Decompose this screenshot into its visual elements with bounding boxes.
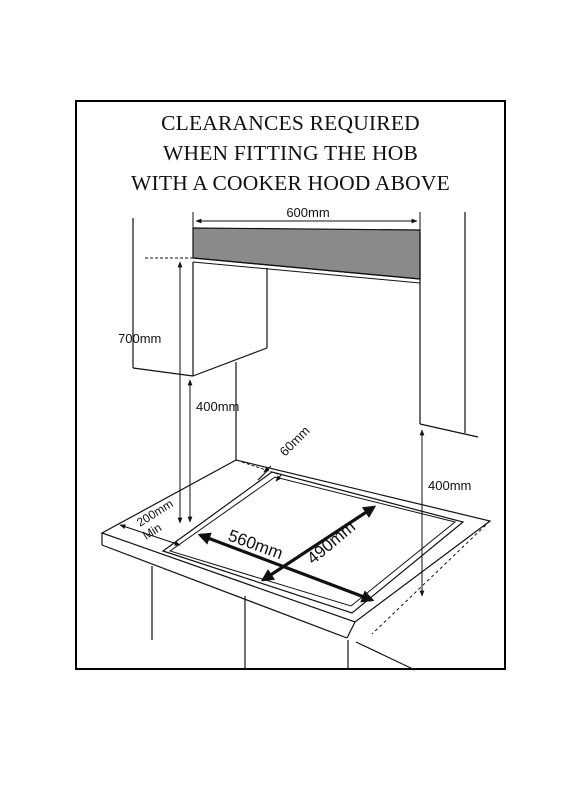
side-height-dimension: 400mm [187,379,239,523]
cooker-hood [192,227,421,284]
hood-width-label: 600mm [286,205,329,220]
hood-width-dimension: 600mm [192,205,421,232]
right-tall-unit [419,212,479,438]
rear-gap-dimension: 60mm [241,423,313,482]
worktop-edge-dashed [371,520,491,635]
page-title: CLEARANCES REQUIRED WHEN FITTING THE HOB… [75,108,506,198]
wall-cabinet [132,218,268,377]
title-line-3: WITH A COOKER HOOD ABOVE [131,171,450,195]
cabinet-height-dimension: 700mm [118,257,193,524]
base-cabinets [151,566,416,671]
right-height-label: 400mm [428,478,471,493]
title-line-2: WHEN FITTING THE HOB [163,141,418,165]
side-height-label: 400mm [196,399,239,414]
rear-gap-label: 60mm [277,423,313,459]
right-height-dimension: 400mm [419,429,471,597]
cabinet-height-label: 700mm [118,331,161,346]
title-line-1: CLEARANCES REQUIRED [161,111,420,135]
side-clearance-dimension: 200mm Min [119,496,181,546]
cutout-depth-label: 490mm [303,517,359,568]
hob-cutout [161,471,465,614]
